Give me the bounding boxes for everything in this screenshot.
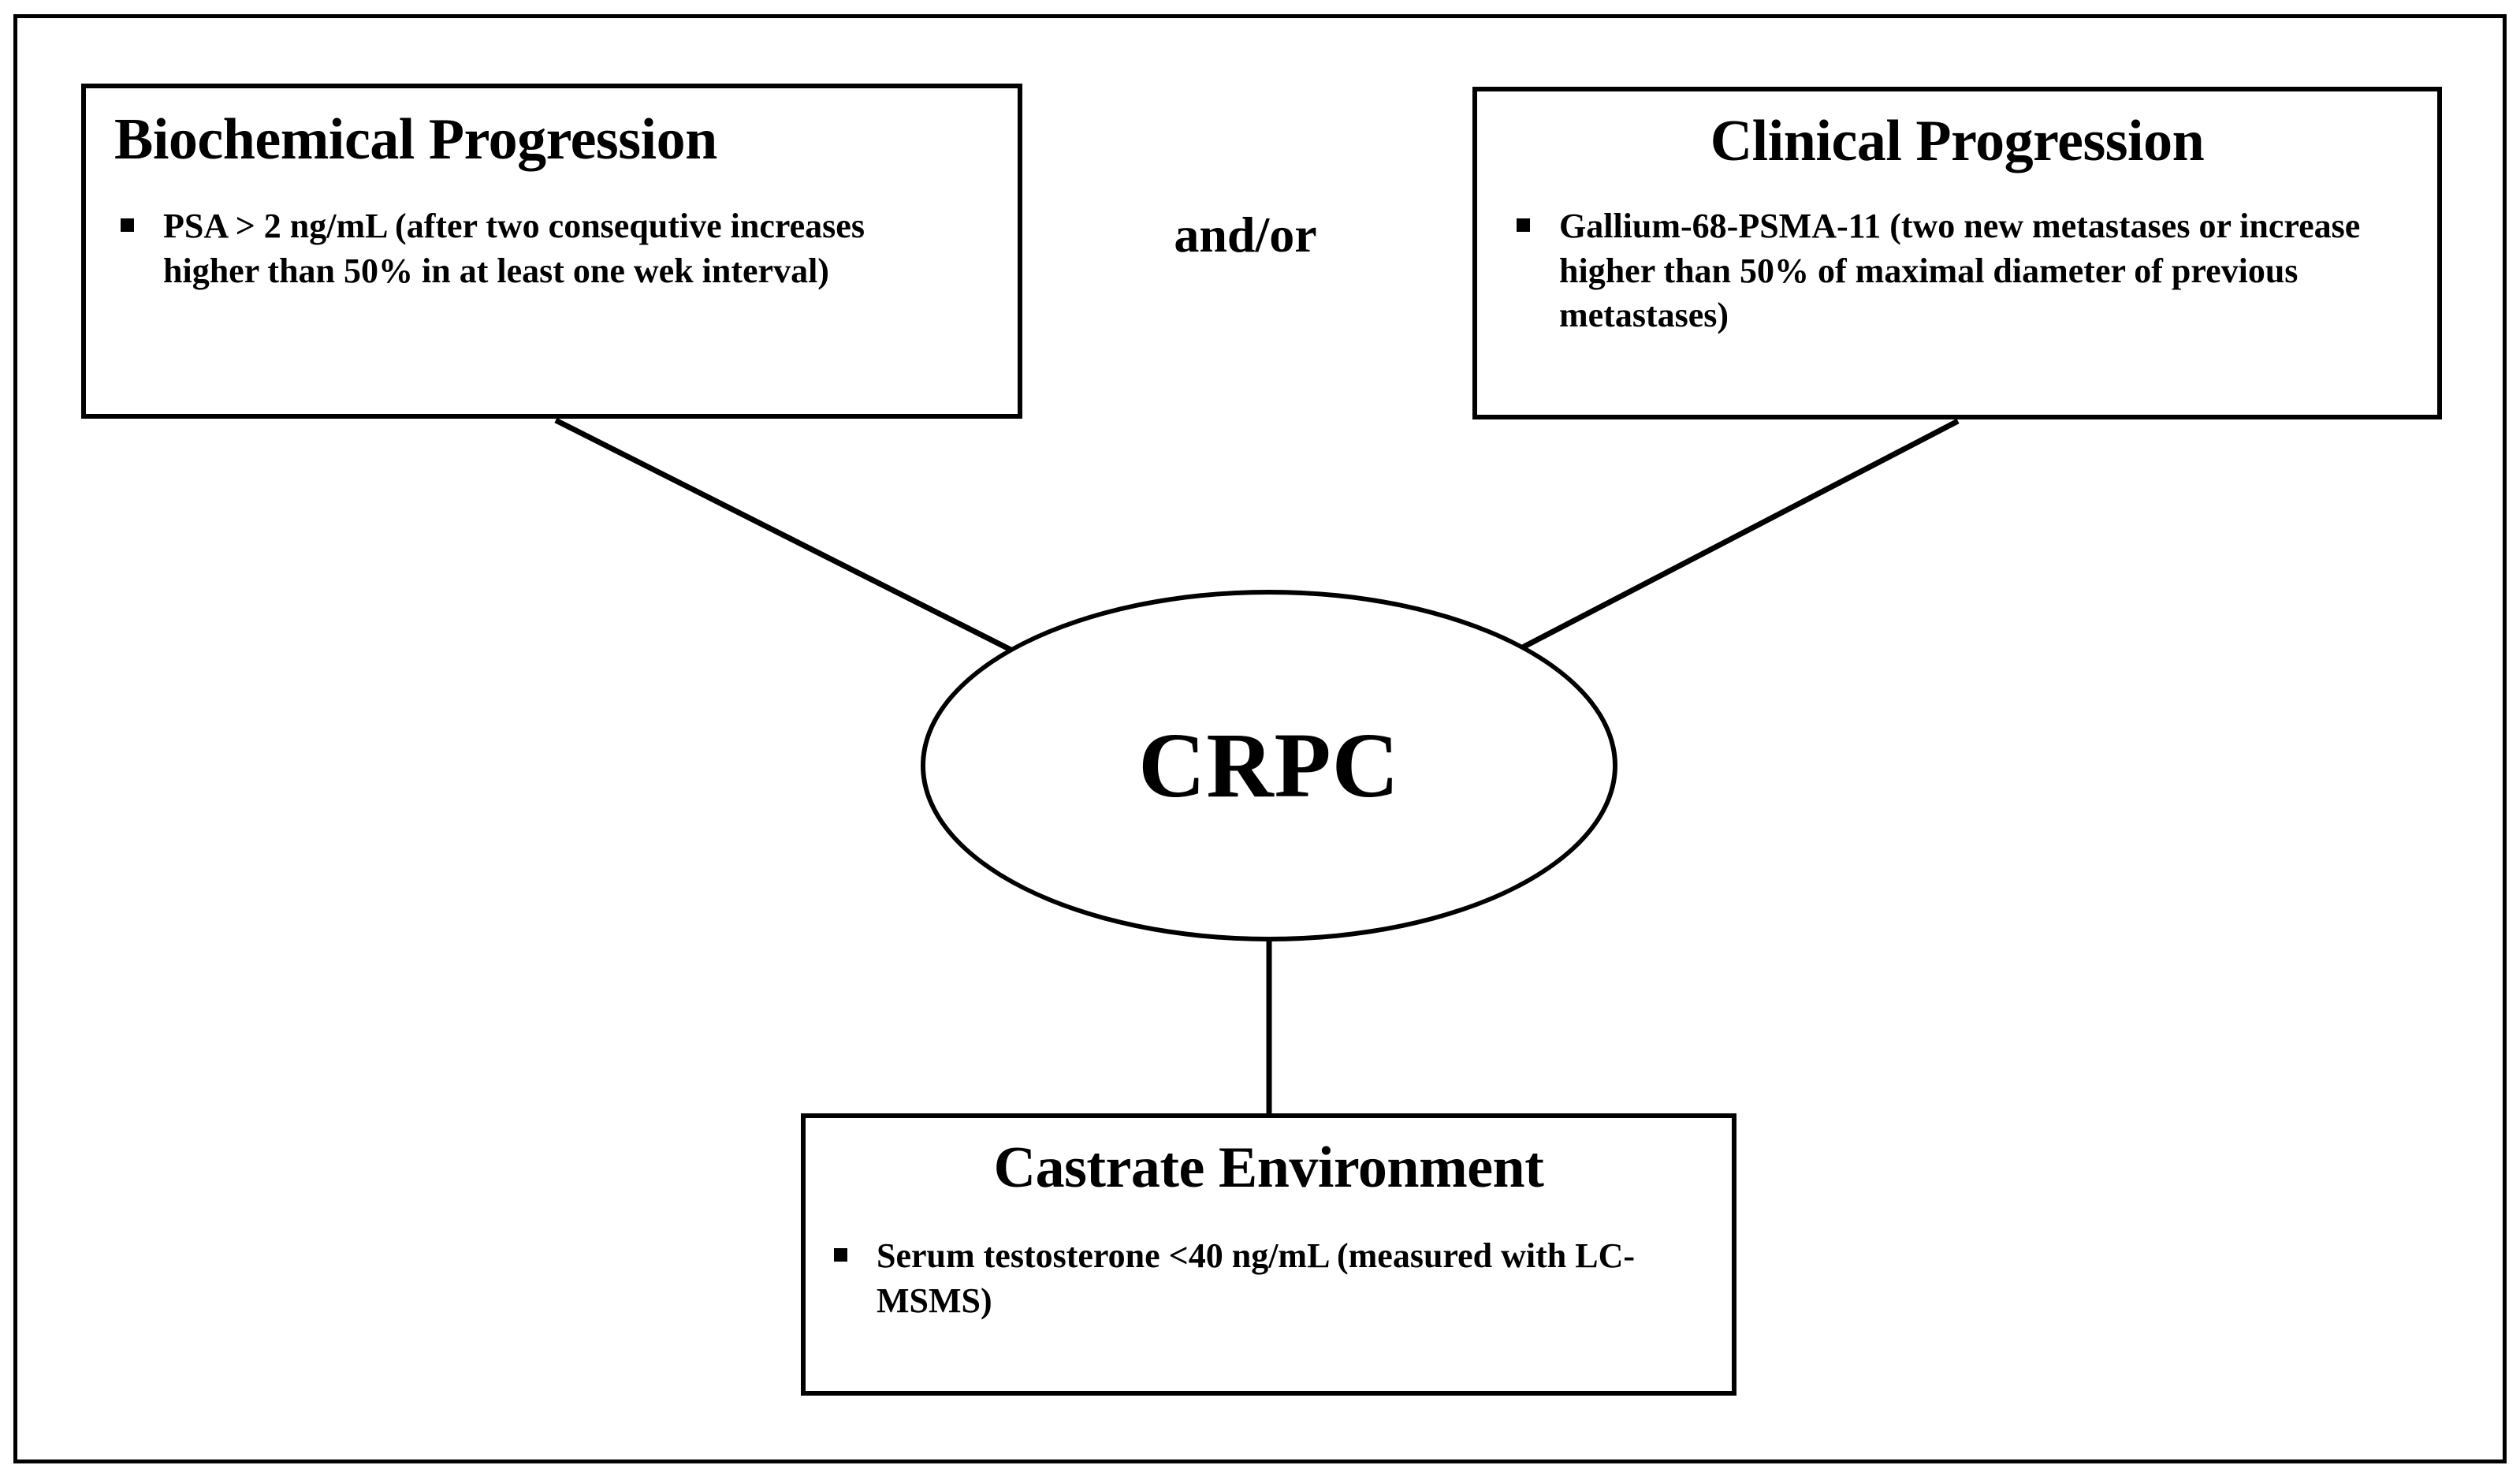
- edge-clinical-to-crpc: [1513, 418, 1960, 654]
- andor-connector-label: and/or: [1174, 207, 1317, 263]
- bullet-item: PSA > 2 ng/mL (after two consequtive inc…: [114, 204, 950, 293]
- bullet-item: Serum testosterone <40 ng/mL (measured w…: [828, 1234, 1695, 1323]
- node-title-clinical-progression: Clinical Progression: [1710, 109, 2205, 173]
- bullet-list-castrate-environment: Serum testosterone <40 ng/mL (measured w…: [828, 1234, 1695, 1323]
- node-title-castrate-environment: Castrate Environment: [993, 1135, 1544, 1200]
- diagram-outer-frame: [13, 14, 2507, 1463]
- node-castrate-environment[interactable]: Castrate Environment Serum testosterone …: [801, 1113, 1736, 1396]
- node-biochemical-progression[interactable]: Biochemical Progression PSA > 2 ng/mL (a…: [81, 84, 1022, 419]
- node-clinical-progression[interactable]: Clinical Progression Gallium-68-PSMA-11 …: [1472, 87, 2442, 419]
- square-bullet-icon: [121, 218, 134, 233]
- node-title-biochemical-progression: Biochemical Progression: [114, 107, 717, 172]
- bullet-list-clinical-progression: Gallium-68-PSMA-11 (two new metastases o…: [1510, 204, 2401, 337]
- node-crpc[interactable]: CRPC: [921, 590, 1617, 941]
- square-bullet-icon: [1517, 218, 1530, 233]
- square-bullet-icon: [834, 1248, 847, 1262]
- bullet-text: Gallium-68-PSMA-11 (two new metastases o…: [1559, 207, 2361, 335]
- bullet-text: PSA > 2 ng/mL (after two consequtive inc…: [163, 207, 865, 290]
- node-label-crpc: CRPC: [1138, 714, 1400, 817]
- edge-biochemical-to-crpc: [554, 417, 1036, 665]
- bullet-list-biochemical-progression: PSA > 2 ng/mL (after two consequtive inc…: [114, 204, 950, 293]
- bullet-item: Gallium-68-PSMA-11 (two new metastases o…: [1510, 204, 2401, 337]
- bullet-text: Serum testosterone <40 ng/mL (measured w…: [877, 1236, 1636, 1320]
